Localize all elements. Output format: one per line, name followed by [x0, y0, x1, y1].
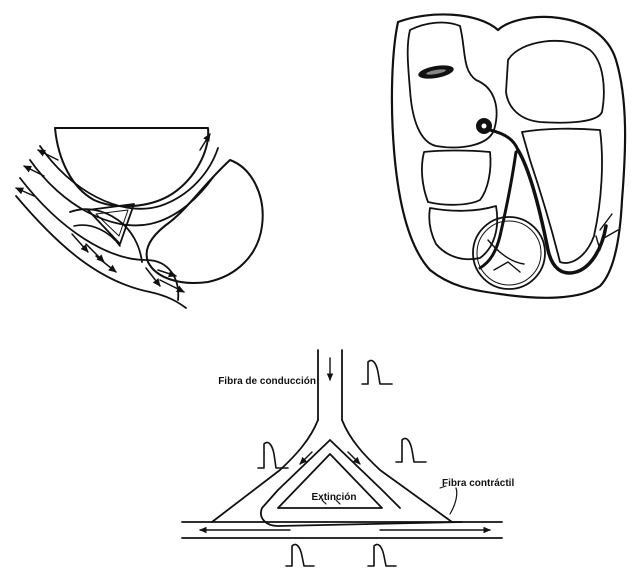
extinction-label: Extinción: [311, 492, 356, 503]
left-atrium: [506, 41, 604, 123]
conduction-fiber-label: Fibra de conducción: [218, 376, 316, 387]
his-bundle: [490, 130, 518, 150]
contractile-fiber-label: Fibra contráctil: [442, 478, 514, 489]
heart-outer-wall: [392, 14, 625, 297]
action-potential-icon: [396, 438, 426, 462]
action-potential-icon: [286, 544, 314, 566]
upper-muscle-mass: [55, 128, 208, 206]
magnification-circle: [473, 217, 545, 289]
action-potential-icon: [258, 442, 288, 468]
right-ventricle: [422, 151, 491, 205]
heart-section-diagram: [392, 14, 625, 297]
action-potential-icon: [362, 360, 392, 384]
magnified-junction-diagram: [16, 128, 263, 308]
fiber-junction-schematic: Fibra de conducción Fibra contráctil Ext…: [182, 350, 514, 566]
action-potential-icon: [368, 544, 396, 566]
left-bundle-branch: [518, 150, 606, 273]
